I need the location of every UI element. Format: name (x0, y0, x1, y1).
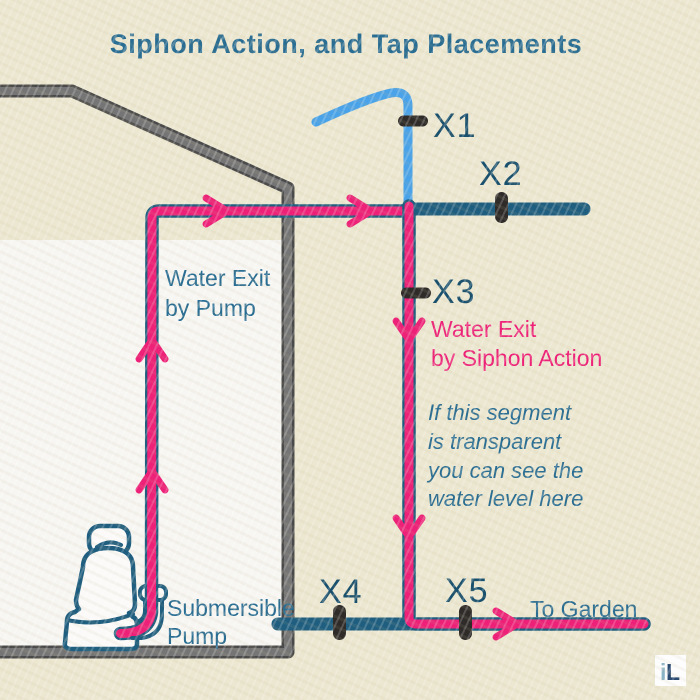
pipe-siphon-outlet-pink (404, 201, 649, 629)
logo-letter-l: L (666, 659, 680, 685)
note-line3: you can see the (426, 458, 583, 483)
pump-label-line2: Pump (167, 623, 227, 649)
pipe-siphon-intake-blue (311, 88, 413, 211)
pump-exit-label-line2: by Pump (165, 295, 256, 321)
logo: i L (655, 655, 686, 686)
tap-x5 (459, 605, 472, 640)
pump-handle-detail (95, 540, 123, 549)
pump-body-seam (65, 612, 135, 625)
pump-outlet-tube-right (130, 598, 164, 640)
siphon-exit-label-line2: by Siphon Action (431, 345, 602, 371)
note-line2: is transparent (428, 429, 562, 454)
pipe-pump-loop-pink (116, 206, 416, 638)
to-garden-label: To Garden (530, 596, 637, 622)
pump-outlet-tube-left (137, 598, 147, 623)
logo-background (655, 655, 686, 686)
tap-x3 (401, 287, 431, 299)
tap-x4 (333, 605, 346, 640)
tank-wall (0, 87, 292, 656)
label-x1: X1 (433, 107, 477, 145)
flow-arrow-up-1 (135, 336, 169, 363)
flow-arrow-down-2 (392, 514, 426, 541)
tank-water-level (0, 240, 283, 652)
pump-exit-label-line1: Water Exit (165, 265, 271, 291)
label-x2: X2 (479, 155, 523, 193)
pump-label-line1: Submersible (167, 595, 295, 621)
tap-x1 (398, 115, 428, 127)
label-x5: X5 (445, 572, 489, 610)
flow-arrow-to-garden (492, 607, 521, 641)
logo-letter-i: i (660, 659, 666, 685)
label-x3: X3 (432, 273, 476, 311)
note-line1: If this segment (428, 400, 572, 425)
note-line4: water level here (428, 486, 583, 511)
tap-x2 (495, 192, 508, 223)
siphon-exit-label-line1: Water Exit (431, 316, 537, 342)
label-x4: X4 (319, 573, 363, 611)
flow-arrow-right-2 (346, 194, 375, 228)
page-title: Siphon Action, and Tap Placements (110, 29, 583, 59)
flow-arrow-up-2 (135, 467, 169, 494)
flow-arrow-right-1 (202, 194, 231, 228)
flow-arrow-down-1 (392, 317, 426, 344)
